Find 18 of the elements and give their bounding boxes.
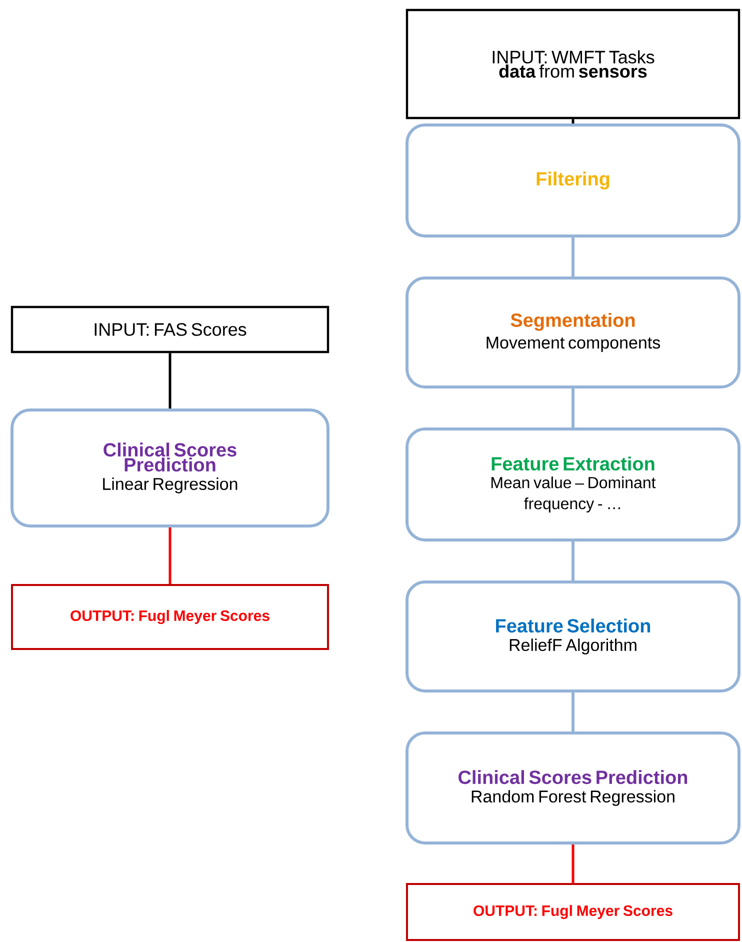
input-box: INPUT: FAS Scores [10, 306, 330, 354]
connector-line [572, 119, 574, 124]
output-box: OUTPUT: Fugl Meyer Scores [406, 883, 740, 941]
process-box: Feature Selection ReliefF Algorithm [406, 580, 740, 692]
connector-line [572, 542, 574, 580]
process-box: Segmentation Movement components [406, 276, 740, 388]
process-box: Clinical Scores Prediction Random Forest Regression [406, 732, 740, 844]
connector-line [572, 692, 574, 732]
connector-line [168, 528, 172, 584]
connector-line [572, 844, 574, 883]
connector-line [572, 388, 574, 428]
process-box: Clinical Scores Prediction Linear Regression [10, 408, 330, 528]
process-box: Filtering [406, 124, 740, 238]
connector-line [168, 353, 172, 408]
connector-line [572, 238, 574, 276]
output-box: OUTPUT: Fugl Meyer Scores [11, 584, 329, 650]
process-box: Feature Extraction Mean value – Dominant frequency - … [406, 428, 740, 542]
input-box: INPUT: WMFT Tasks data from sensors [406, 8, 740, 120]
